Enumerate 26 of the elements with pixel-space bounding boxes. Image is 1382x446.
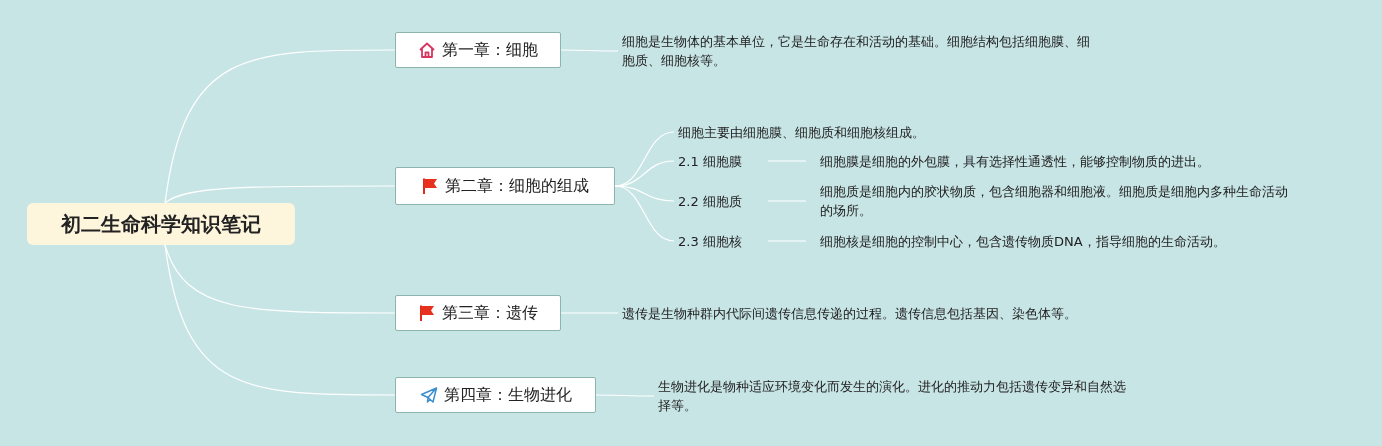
topic-note: 细胞是生物体的基本单位，它是生命存在和活动的基础。细胞结构包括细胞膜、细胞质、细胞核等。 bbox=[622, 33, 1091, 70]
topic-note: 细胞膜是细胞的外包膜，具有选择性通透性，能够控制物质的进出。 bbox=[820, 152, 1210, 171]
topic-note: 细胞质是细胞内的胶状物质，包含细胞器和细胞液。细胞质是细胞内多种生命活动的场所。 bbox=[820, 183, 1289, 220]
connector-line bbox=[164, 185, 396, 204]
central-topic-label: 初二生命科学知识笔记 bbox=[61, 210, 261, 238]
connector-line bbox=[595, 394, 655, 397]
chapter-box bbox=[395, 32, 561, 68]
topic-note: 细胞核是细胞的控制中心，包含遗传物质DNA，指导细胞的生命活动。 bbox=[820, 232, 1226, 251]
chapter-title: 第二章：细胞的组成 bbox=[445, 175, 589, 197]
chapter-box bbox=[395, 295, 561, 331]
connector-line bbox=[614, 185, 675, 242]
chapter-box bbox=[395, 377, 596, 413]
connector-line bbox=[164, 244, 396, 396]
topic-note: 生物进化是物种适应环境变化而发生的演化。进化的推动力包括遗传变异和自然选择等。 bbox=[658, 378, 1127, 415]
chapter-box bbox=[395, 167, 615, 205]
chapter-title: 第一章：细胞 bbox=[442, 39, 538, 61]
central-topic-box bbox=[27, 203, 295, 245]
topic-note: 2.1 细胞膜 bbox=[678, 152, 742, 171]
connector-line bbox=[560, 49, 619, 52]
chapter-title: 第四章：生物进化 bbox=[443, 384, 572, 406]
topic-note: 2.2 细胞质 bbox=[678, 192, 742, 211]
topic-note: 遗传是生物种群内代际间遗传信息传递的过程。遗传信息包括基因、染色体等。 bbox=[622, 304, 1077, 323]
topic-note: 细胞主要由细胞膜、细胞质和细胞核组成。 bbox=[678, 123, 925, 142]
connector-line bbox=[164, 49, 396, 204]
chapter-title: 第三章：遗传 bbox=[442, 302, 538, 324]
topic-note: 2.3 细胞核 bbox=[678, 232, 742, 251]
